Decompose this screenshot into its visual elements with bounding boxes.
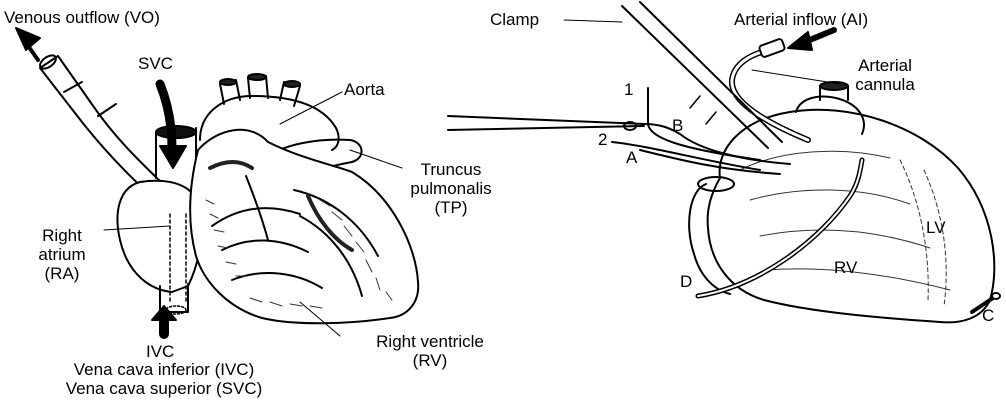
lv-label: LV [926,218,946,237]
right-annotation-lines [564,20,840,84]
right-atrium-label: Right atrium (RA) [20,226,104,283]
right-ventricle-line-2: (RV) [338,351,522,370]
arterial-cannula-label: Arterial cannula [830,56,940,94]
rv-label: RV [834,258,857,277]
vena-cava-superior-caption: Vena cava superior (SVC) [6,379,322,398]
clamp-label: Clamp [490,10,539,29]
right-heart-illustration [448,2,1000,322]
truncus-line-3: (TP) [396,198,506,217]
right-atrium-line-1: Right [20,226,104,245]
marker-d-label: D [680,272,692,291]
arterial-cannula-line-2: cannula [830,75,940,94]
right-ventricle-label: Right ventricle (RV) [338,332,522,370]
arterial-cannula-line-1: Arterial [830,56,940,75]
aorta-label: Aorta [344,80,385,99]
marker-c-label: C [982,306,994,325]
ivc-label: IVC [146,342,174,361]
truncus-line-1: Truncus [396,160,506,179]
truncus-pulmonalis-label: Truncus pulmonalis (TP) [396,160,506,217]
vena-cava-inferior-caption: Vena cava inferior (IVC) [6,360,322,379]
marker-1-label: 1 [624,80,633,99]
marker-2-label: 2 [598,130,607,149]
right-ventricle-line-1: Right ventricle [338,332,522,351]
truncus-line-2: pulmonalis [396,179,506,198]
right-atrium-line-3: (RA) [20,264,104,283]
marker-b-label: B [672,116,683,135]
arterial-inflow-label: Arterial inflow (AI) [734,10,868,29]
right-atrium-line-2: atrium [20,245,104,264]
venous-outflow-label: Venous outflow (VO) [4,8,160,27]
marker-a-label: A [626,148,637,167]
svc-label: SVC [138,54,173,73]
